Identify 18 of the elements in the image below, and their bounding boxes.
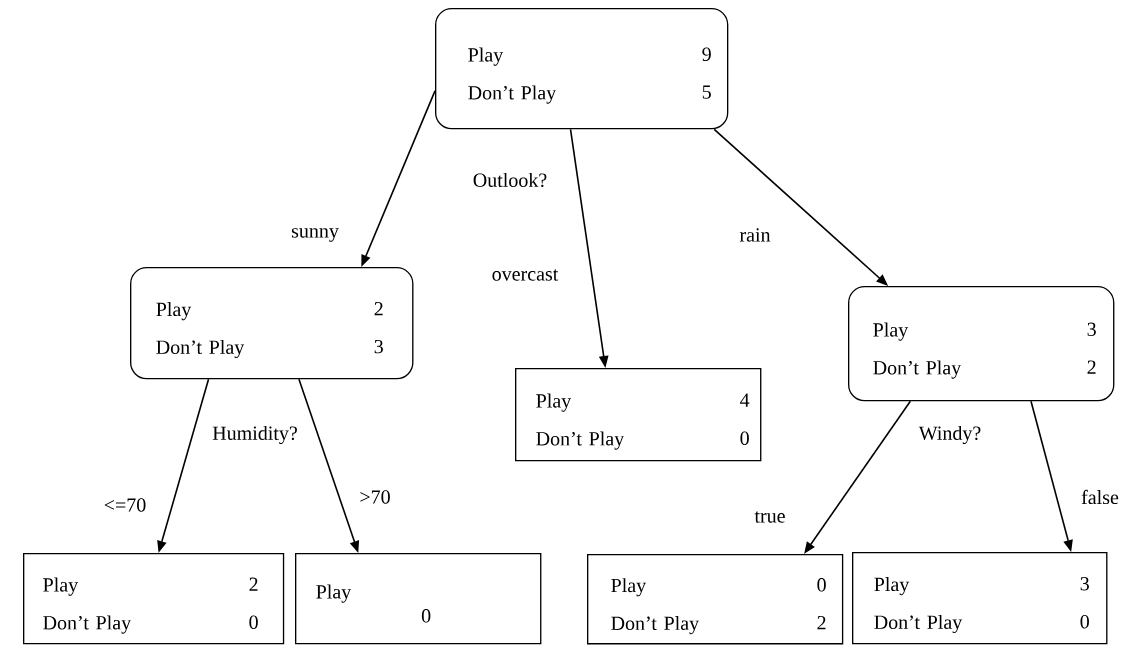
edge-label: true [753, 509, 787, 525]
edge-label: rain [738, 226, 772, 244]
edge-label: false [1079, 488, 1121, 506]
question-label: Outlook? [471, 171, 549, 189]
edge-label: >70 [358, 488, 392, 506]
split-node-box: Play 2 Don’t Play 3 [130, 267, 414, 380]
split-node-box: Play 9 Don’t Play 5 [435, 8, 729, 130]
leaf-node-box: Play 2 Don’t Play 0 [23, 553, 285, 645]
leaf-node-box: Play 0 Don’t Play 2 [587, 554, 844, 645]
leaf-node-box: Play 0 [295, 553, 542, 645]
leaf-node-box: Play 4 Don’t Play 0 [515, 368, 762, 462]
question-label: Windy? [917, 424, 983, 446]
edge-label: overcast [490, 267, 560, 283]
edge-label: <=70 [102, 496, 148, 514]
question-label: Humidity? [210, 424, 300, 446]
split-node-box: Play 3 Don’t Play 2 [848, 286, 1115, 402]
leaf-node-box: Play 3 Don’t Play 0 [852, 552, 1108, 645]
edge-label: sunny [289, 226, 341, 244]
